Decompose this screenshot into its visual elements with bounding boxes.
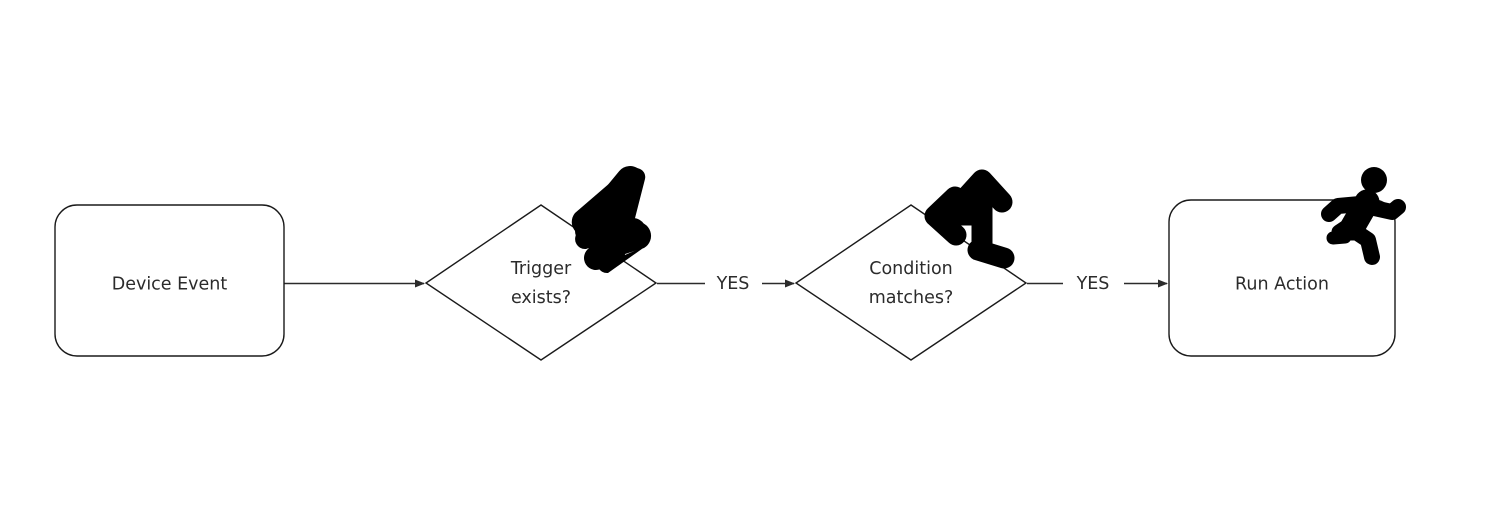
runner-leg-front [1345, 222, 1380, 265]
edge-label-yes-1: YES [716, 274, 750, 294]
runner-head [1361, 167, 1387, 193]
runner-foot-trailing [1326, 223, 1352, 245]
node-trigger-exists[interactable]: Trigger exists? [424, 204, 658, 361]
branch-arrowhead-up [951, 169, 1013, 213]
device-event-label: Device Event [112, 275, 228, 295]
trigger-exists-label-line1: Trigger [510, 259, 572, 279]
branch-arrow-icon [924, 169, 1015, 269]
condition-matches-label-line2: matches? [869, 288, 954, 308]
edge-condition-to-run-action: YES [1027, 274, 1168, 294]
branch-stem-foot [967, 239, 1015, 269]
running-person-icon [1321, 167, 1406, 265]
device-event-shape[interactable] [54, 204, 285, 357]
trigger-exists-label-line2: exists? [511, 288, 571, 308]
edge-trigger-to-condition: YES [657, 274, 795, 294]
node-device-event[interactable]: Device Event [54, 204, 285, 357]
run-action-label: Run Action [1235, 275, 1329, 295]
lightning-bolt-icon [571, 166, 652, 274]
branch-arrowhead-left [924, 186, 967, 246]
lightning-bolt-strokes [575, 166, 646, 270]
runner-arm-back [1321, 196, 1368, 222]
condition-matches-label-line1: Condition [869, 259, 953, 279]
runner-arm-front [1366, 199, 1406, 220]
edge-label-yes-2: YES [1076, 274, 1110, 294]
